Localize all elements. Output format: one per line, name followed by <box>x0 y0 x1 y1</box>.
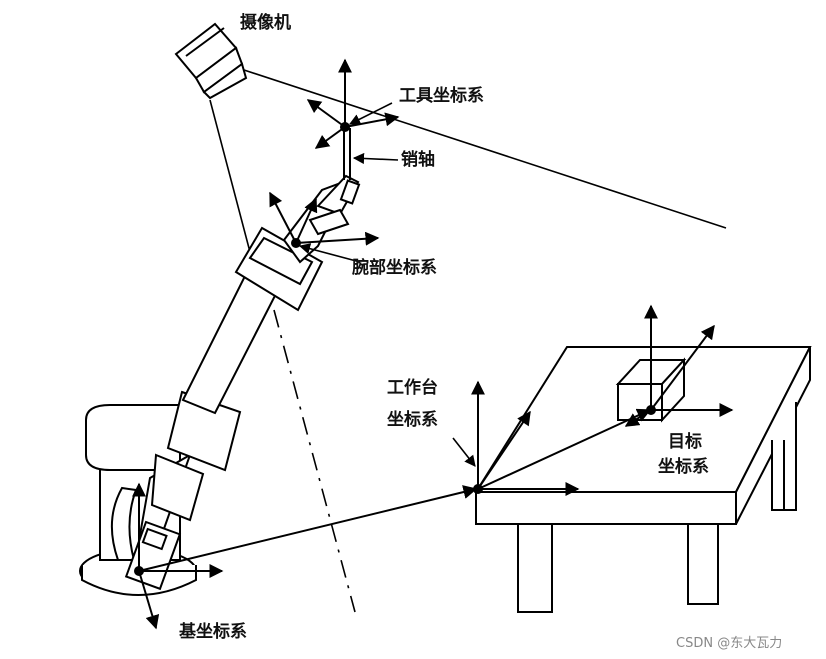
pin-axis <box>343 128 351 180</box>
tool-frame-label: 工具坐标系 <box>399 86 484 106</box>
watermark: CSDN @东大瓦力 <box>676 636 783 651</box>
robot-upper-arm <box>181 226 324 415</box>
target-frame-label-line2: 坐标系 <box>658 457 709 477</box>
camera-view-lines <box>209 69 727 613</box>
workbench-frame-label-line1: 工作台 <box>387 378 438 398</box>
base-frame-label: 基坐标系 <box>179 622 247 642</box>
camera-icon <box>174 22 248 100</box>
target-frame-axes <box>624 304 734 427</box>
base-frame-axes <box>132 482 478 630</box>
wrist-frame-axes <box>269 191 380 248</box>
workbench-frame-axes <box>471 380 652 496</box>
camera-label: 摄像机 <box>240 13 291 33</box>
label-leaders <box>298 102 476 467</box>
gripper <box>282 174 361 264</box>
pin-axis-label: 销轴 <box>401 150 435 170</box>
wrist-frame-label: 腕部坐标系 <box>352 258 437 278</box>
tool-frame-axes <box>306 58 400 149</box>
work-table <box>474 346 812 613</box>
workbench-frame-label-line2: 坐标系 <box>387 410 438 430</box>
target-frame-label-line1: 目标 <box>668 432 702 452</box>
